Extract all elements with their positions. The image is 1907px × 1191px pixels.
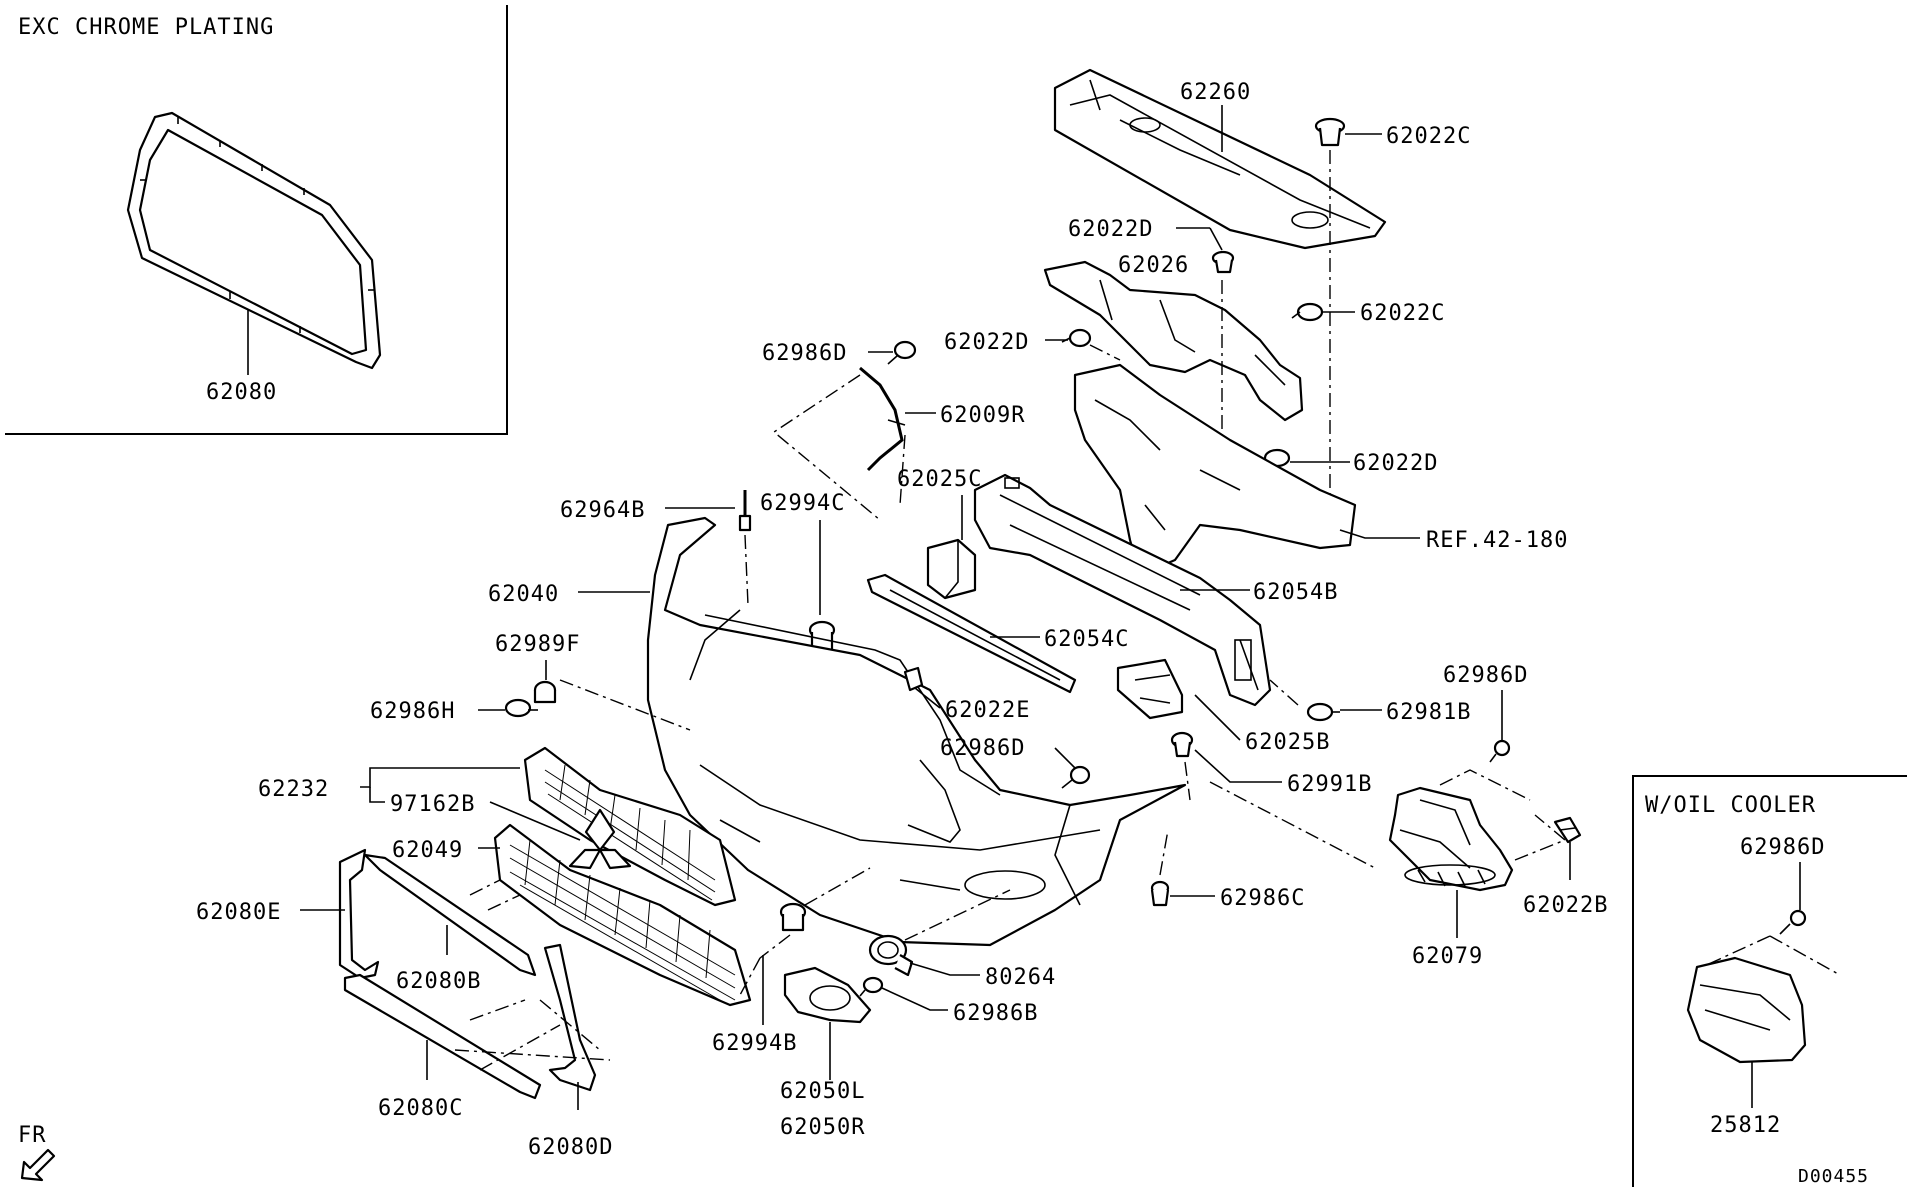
clip-62022B[interactable]: [1553, 816, 1582, 844]
label-62986H: 62986H: [370, 699, 455, 724]
label-62981B: 62981B: [1386, 700, 1471, 725]
label-62986D-oil-cooler: 62986D: [1740, 835, 1825, 860]
label-62232: 62232: [258, 777, 329, 802]
label-62986D-a: 62986D: [762, 341, 847, 366]
label-62080B: 62080B: [396, 969, 481, 994]
inset-with-oil-cooler: W/OIL COOLER 62986D 25812: [1632, 775, 1907, 1187]
clip-62022C-b[interactable]: [1291, 302, 1324, 322]
three-diamond-emblem-97162B[interactable]: [568, 808, 632, 870]
oil-cooler-cover-62079[interactable]: [1388, 786, 1514, 892]
inset-frame: [5, 5, 508, 435]
label-62054C: 62054C: [1044, 627, 1129, 652]
wire-bracket-62009R[interactable]: [859, 366, 906, 472]
lower-grille-62049[interactable]: [493, 823, 752, 1007]
bracket-62026[interactable]: [1043, 260, 1304, 422]
label-62009R: 62009R: [940, 403, 1025, 428]
bolt-62986C[interactable]: [1150, 880, 1170, 907]
inset-exc-chrome-plating: EXC CHROME PLATING 62080: [5, 5, 508, 435]
upper-radiator-cover-62260[interactable]: [1053, 68, 1387, 250]
label-62989F: 62989F: [495, 632, 580, 657]
label-62022C-b: 62022C: [1360, 301, 1445, 326]
label-97162B: 97162B: [390, 792, 475, 817]
label-62050R: 62050R: [780, 1115, 865, 1140]
bumper-reinforcement-62054B[interactable]: [973, 473, 1272, 707]
upper-trim-62080B[interactable]: [363, 853, 537, 977]
bolt-62986D-c[interactable]: [1489, 739, 1511, 763]
label-62022D-c: 62022D: [1353, 451, 1438, 476]
label-25812: 25812: [1710, 1113, 1781, 1138]
inset-title-oil-cooler: W/OIL COOLER: [1645, 793, 1816, 818]
label-62080E: 62080E: [196, 900, 281, 925]
label-62986D-c: 62986D: [1443, 663, 1528, 688]
clip-62022E[interactable]: [903, 666, 924, 692]
oil-cooler-duct-25812[interactable]: [1686, 956, 1807, 1064]
label-62022C-top: 62022C: [1386, 124, 1471, 149]
label-ref-42-180: REF.42-180: [1426, 528, 1568, 553]
label-62080C: 62080C: [378, 1096, 463, 1121]
front-bumper-face-62040[interactable]: [646, 516, 1187, 947]
direction-label: FR: [18, 1123, 47, 1148]
label-80264: 80264: [985, 965, 1056, 990]
label-62080-inset: 62080: [206, 380, 277, 405]
clip-62022D-b[interactable]: [1061, 328, 1092, 348]
label-62080D: 62080D: [528, 1135, 613, 1160]
clip-62022C-top[interactable]: [1314, 117, 1346, 147]
inset-frame-oil-cooler: [1632, 775, 1907, 1187]
spacer-62025C[interactable]: [926, 538, 977, 600]
label-62022D-b: 62022D: [944, 330, 1029, 355]
label-62050L: 62050L: [780, 1079, 865, 1104]
label-62026: 62026: [1118, 253, 1189, 278]
side-trim-62080E[interactable]: [338, 848, 380, 980]
label-62022D-a: 62022D: [1068, 217, 1153, 242]
fog-lamp-bezel-62050[interactable]: [783, 966, 872, 1024]
diagram-code: D00455: [1798, 1166, 1869, 1187]
nut-62991B[interactable]: [1170, 731, 1194, 758]
screw-62986B[interactable]: [859, 976, 884, 997]
bolt-62986D-oil-cooler[interactable]: [1779, 909, 1807, 935]
collar-62989F[interactable]: [533, 680, 557, 704]
bolt-62986H[interactable]: [504, 698, 538, 718]
label-62054B: 62054B: [1253, 580, 1338, 605]
label-62991B: 62991B: [1287, 772, 1372, 797]
bolt-62986D-b[interactable]: [1061, 765, 1091, 789]
grille-surround-ring-62080[interactable]: [126, 111, 382, 370]
label-62022E: 62022E: [945, 698, 1030, 723]
label-62025B: 62025B: [1245, 730, 1330, 755]
label-62994C: 62994C: [760, 491, 845, 516]
label-62994B: 62994B: [712, 1031, 797, 1056]
front-direction-arrow-icon: [20, 1148, 56, 1182]
label-62079: 62079: [1412, 944, 1483, 969]
label-62964B: 62964B: [560, 498, 645, 523]
label-62260: 62260: [1180, 80, 1251, 105]
bolt-62981B[interactable]: [1306, 702, 1340, 722]
lower-bar-62054C[interactable]: [866, 573, 1077, 694]
label-62986C: 62986C: [1220, 886, 1305, 911]
clip-62022D-a[interactable]: [1211, 250, 1235, 274]
label-62049: 62049: [392, 838, 463, 863]
label-62986B: 62986B: [953, 1001, 1038, 1026]
label-62986D-b: 62986D: [940, 736, 1025, 761]
label-62040: 62040: [488, 582, 559, 607]
fog-lamp-80264[interactable]: [868, 934, 914, 977]
side-bracket-62025B[interactable]: [1116, 658, 1184, 720]
bolt-62986D-a[interactable]: [887, 340, 917, 365]
screw-62964B[interactable]: [738, 490, 752, 532]
upper-grille-62232[interactable]: [523, 746, 737, 907]
side-trim-62080D[interactable]: [543, 943, 597, 1092]
label-62022B: 62022B: [1523, 893, 1608, 918]
label-62025C: 62025C: [897, 467, 982, 492]
radiator-support-ref-42-180[interactable]: [1073, 363, 1357, 577]
inset-title: EXC CHROME PLATING: [18, 15, 274, 40]
lower-trim-62080C[interactable]: [343, 973, 542, 1100]
nut-62994B[interactable]: [779, 902, 807, 932]
